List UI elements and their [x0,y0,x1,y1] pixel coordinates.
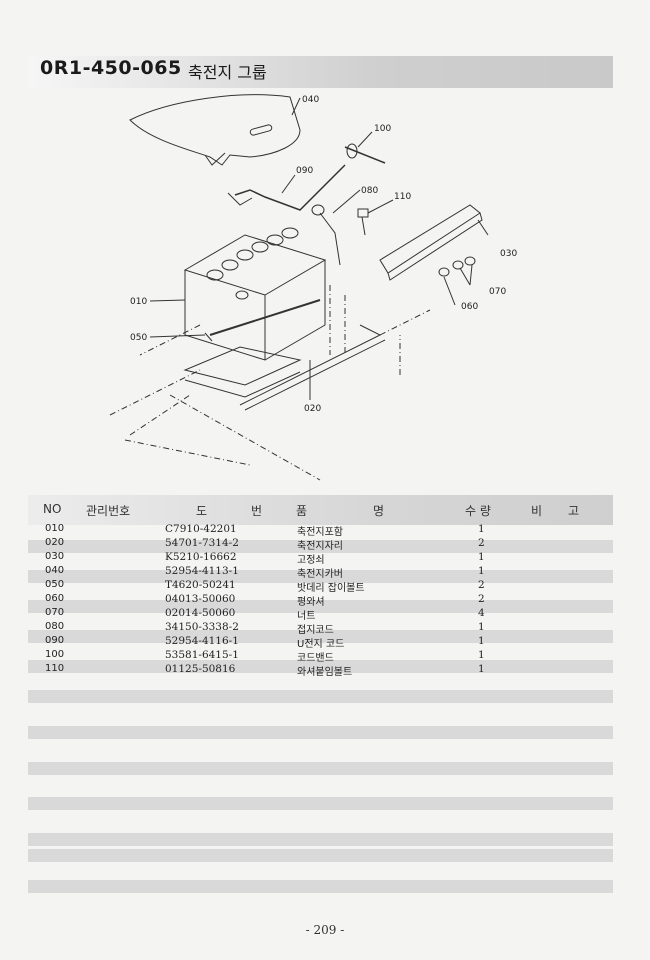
row-part-number: 02014-50060 [165,607,236,619]
callout-090: 090 [296,166,313,176]
table-row: 080 34150-3338-2 접지코드 1 [0,621,650,636]
row-stripe [28,600,613,613]
row-no: 010 [45,523,65,534]
row-part-name: 너트 [297,611,316,622]
table-row: 110 01125-50816 와셔붙임볼트 1 [0,663,650,678]
row-stripe [28,660,613,673]
page-number: - 209 - [305,923,345,937]
row-part-number: 01125-50816 [165,663,236,675]
row-quantity: 1 [478,635,485,647]
row-stripe [28,540,613,553]
col-drawing-a: 도 [196,504,208,518]
callout-110: 110 [394,192,411,202]
table-row: 070 02014-50060 너트 4 [0,607,650,622]
row-part-number: K5210-16662 [165,551,237,563]
row-part-name: 축전지포함 [297,527,343,538]
row-part-name: 축전지자리 [297,541,343,552]
battery-cover-shape [129,94,301,166]
row-part-number: 53581-6415-1 [165,649,239,661]
callout-040: 040 [302,95,319,105]
row-no: 080 [45,621,65,632]
callout-010: 010 [130,297,147,307]
row-part-number: C7910-42201 [165,523,237,535]
row-quantity: 1 [478,649,485,661]
row-quantity: 1 [478,565,485,577]
table-row: 030 K5210-16662 고정쇠 1 [0,551,650,566]
table-row: 060 04013-50060 평와셔 2 [0,593,650,608]
callout-070: 070 [489,287,506,297]
row-quantity: 1 [478,551,485,563]
col-no: NO [43,502,62,516]
row-part-name: 고정쇠 [297,555,325,566]
col-quantity: 수 량 [465,504,491,518]
row-part-number: 54701-7314-2 [165,537,239,549]
col-remark-a: 비 [531,504,543,518]
parts-table-header: NO 관리번호 도 번 품 명 수 량 비 고 [28,495,613,525]
row-no: 100 [45,649,65,660]
row-quantity: 2 [478,579,485,591]
row-no: 060 [45,593,65,604]
table-row: 020 54701-7314-2 축전지자리 2 [0,537,650,552]
callout-080: 080 [361,186,378,196]
row-part-name: 평와셔 [297,597,325,608]
row-quantity: 2 [478,593,485,605]
row-part-name: 와셔붙임볼트 [297,667,353,678]
row-no: 110 [45,663,65,674]
row-stripe [28,630,613,643]
row-stripe [28,833,613,846]
row-stripe [28,570,613,583]
row-no: 040 [45,565,65,576]
col-drawing-b: 번 [251,504,263,518]
section-code: 0R1-450-065 [40,57,182,79]
row-part-number: 04013-50060 [165,593,236,605]
row-no: 090 [45,635,65,646]
row-part-name: U전지 코드 [297,639,345,650]
callout-030: 030 [500,249,517,259]
row-quantity: 1 [478,523,485,535]
callout-050: 050 [130,333,147,343]
battery-group-diagram: 040 100 090 080 110 030 070 060 010 050 … [109,94,517,481]
row-no: 070 [45,607,65,618]
table-row: 100 53581-6415-1 코드밴드 1 [0,649,650,664]
col-management-number: 관리번호 [86,504,131,518]
row-stripe [28,880,613,893]
row-stripe [28,797,613,810]
row-part-number: 52954-4116-1 [165,635,239,647]
row-part-number: 34150-3338-2 [165,621,239,633]
col-name-b: 명 [373,504,385,518]
row-quantity: 4 [478,607,485,619]
row-part-name: 코드밴드 [297,653,334,664]
row-part-name: 축전지카버 [297,569,343,580]
row-part-name: 밧데리 잡이볼트 [297,583,365,594]
row-part-number: T4620-50241 [165,579,236,591]
col-name-a: 품 [296,504,308,518]
table-row: 040 52954-4113-1 축전지카버 1 [0,565,650,580]
row-quantity: 2 [478,537,485,549]
callout-060: 060 [461,302,478,312]
row-no: 030 [45,551,65,562]
battery-top [183,234,327,296]
section-title: 축전지 그룹 [188,63,267,82]
row-stripe [28,690,613,703]
row-quantity: 1 [478,663,485,675]
row-quantity: 1 [478,621,485,633]
table-row: 010 C7910-42201 축전지포함 1 [0,523,650,538]
row-part-name: 접지코드 [297,625,334,636]
row-part-number: 52954-4113-1 [165,565,239,577]
row-no: 020 [45,537,65,548]
row-stripe [28,849,613,862]
row-stripe [28,726,613,739]
callout-020: 020 [304,404,321,414]
table-row: 090 52954-4116-1 U전지 코드 1 [0,635,650,650]
row-stripe [28,762,613,775]
table-row: 050 T4620-50241 밧데리 잡이볼트 2 [0,579,650,594]
header-band [28,56,613,88]
col-remark-b: 고 [568,504,580,518]
callout-100: 100 [374,124,391,134]
row-no: 050 [45,579,65,590]
